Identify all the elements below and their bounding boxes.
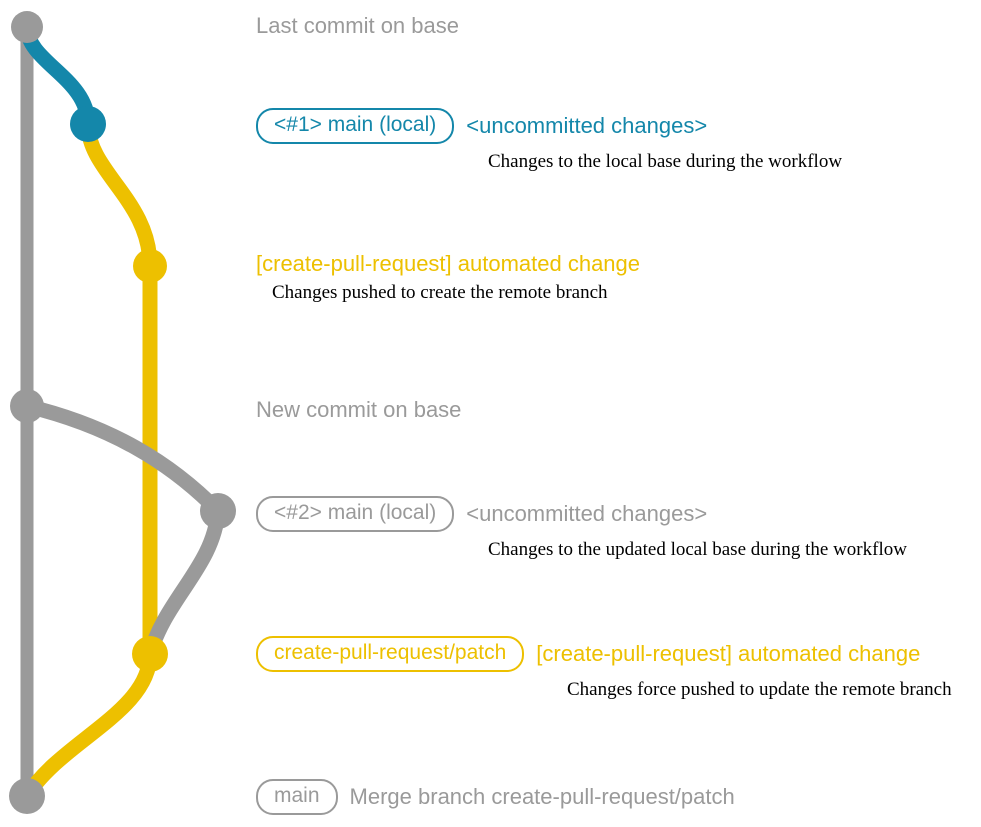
commit-subject-local-commit-1: <uncommitted changes> [466, 113, 708, 139]
commit-row-head: <#2> main (local) <uncommitted changes> [256, 496, 708, 533]
commit-row-head: Last commit on base [256, 13, 459, 39]
commit-dot-merge[interactable] [9, 778, 45, 814]
commit-row-local-commit-2: <#2> main (local) <uncommitted changes> … [256, 496, 907, 561]
commit-row-head: [create-pull-request] automated change [256, 252, 640, 275]
ref-pill-main-local-2[interactable]: <#2> main (local) [256, 496, 455, 533]
merge-edge [19, 646, 158, 804]
commit-row-merge: main Merge branch create-pull-request/pa… [256, 779, 735, 816]
commit-row-automated-change-1: [create-pull-request] automated change C… [256, 252, 640, 304]
commit-row-head: create-pull-request/patch [create-pull-r… [256, 636, 921, 673]
commit-dot-last-commit-on-base[interactable] [11, 11, 43, 43]
commit-dot-automated-change-1[interactable] [133, 249, 167, 283]
commit-row-automated-change-2: create-pull-request/patch [create-pull-r… [256, 636, 952, 701]
commit-note-automated-change-1: Changes pushed to create the remote bran… [272, 282, 608, 304]
commit-subject-last-commit-on-base: Last commit on base [256, 13, 459, 38]
commit-subject-automated-change-2: [create-pull-request] automated change [536, 641, 921, 667]
ref-pill-main-local-1[interactable]: <#1> main (local) [256, 108, 455, 145]
commit-row-head: <#1> main (local) <uncommitted changes> [256, 108, 708, 145]
commit-row-head: New commit on base [256, 397, 461, 423]
commit-subject-merge: Merge branch create-pull-request/patch [349, 784, 735, 810]
commit-dot-new-commit-on-base[interactable] [10, 389, 44, 423]
commit-note-local-commit-1: Changes to the local base during the wor… [488, 151, 843, 173]
commit-note-automated-change-2: Changes force pushed to update the remot… [567, 679, 952, 701]
commit-subject-new-commit-on-base: New commit on base [256, 397, 462, 422]
local-branch-2-edge [19, 398, 226, 662]
commit-subject-local-commit-2: <uncommitted changes> [466, 501, 708, 527]
commit-row-new-commit-on-base: New commit on base [256, 397, 461, 423]
commit-subject-automated-change-1: [create-pull-request] automated change [256, 251, 641, 276]
commit-dot-automated-change-2[interactable] [132, 636, 168, 672]
commit-row-local-commit-1: <#1> main (local) <uncommitted changes> … [256, 108, 842, 173]
ref-pill-create-pull-request-patch[interactable]: create-pull-request/patch [256, 636, 525, 673]
commit-row-head: main Merge branch create-pull-request/pa… [256, 779, 735, 816]
commit-dot-local-uncommitted-2[interactable] [200, 493, 236, 529]
commit-dot-local-uncommitted-1[interactable] [70, 106, 106, 142]
commit-note-local-commit-2: Changes to the updated local base during… [488, 539, 907, 561]
ref-pill-main[interactable]: main [256, 779, 338, 816]
commit-row-last-commit-on-base: Last commit on base [256, 13, 459, 39]
